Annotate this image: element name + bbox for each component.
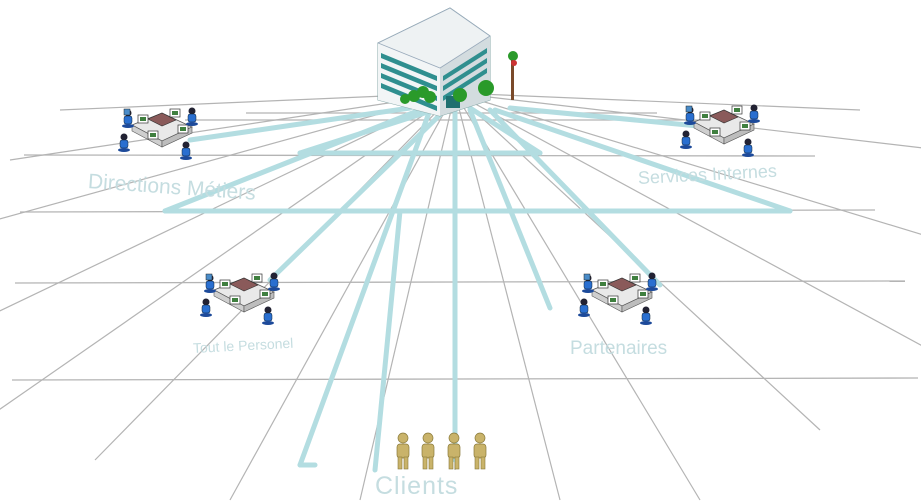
label-clients: Clients bbox=[375, 472, 459, 500]
grid-radial-line bbox=[454, 92, 921, 346]
workgroup-services-icon bbox=[680, 104, 760, 157]
grid-radial-line bbox=[454, 92, 561, 501]
person-icon bbox=[473, 432, 487, 470]
network-link bbox=[372, 208, 403, 473]
grid-radial-line bbox=[229, 92, 456, 501]
network-link bbox=[187, 105, 413, 143]
network-link bbox=[162, 107, 423, 214]
office-building-icon bbox=[377, 7, 518, 117]
workgroup-personnel-icon bbox=[200, 272, 280, 325]
network-link bbox=[297, 107, 433, 468]
grid-radial-line bbox=[454, 92, 921, 235]
network-link bbox=[267, 107, 448, 283]
network-link bbox=[492, 107, 793, 214]
network-link bbox=[467, 105, 543, 156]
grid-radial-line bbox=[454, 92, 861, 111]
grid-radial-line bbox=[0, 92, 456, 410]
grid-horizontal-line bbox=[11, 377, 919, 381]
person-icon bbox=[421, 432, 435, 470]
grid-radial-line bbox=[359, 92, 456, 501]
workgroup-partenaires-icon bbox=[578, 272, 658, 325]
person-icon bbox=[396, 432, 410, 470]
network-link bbox=[487, 107, 663, 288]
network-link bbox=[467, 107, 553, 311]
label-partenaires: Partenaires bbox=[570, 338, 668, 359]
grid-radial-line bbox=[9, 92, 456, 161]
workgroup-directions-icon bbox=[118, 107, 198, 160]
person-icon bbox=[447, 432, 461, 470]
grid-horizontal-line bbox=[14, 280, 906, 284]
grid-radial-line bbox=[454, 92, 701, 501]
network-lines bbox=[162, 105, 793, 473]
